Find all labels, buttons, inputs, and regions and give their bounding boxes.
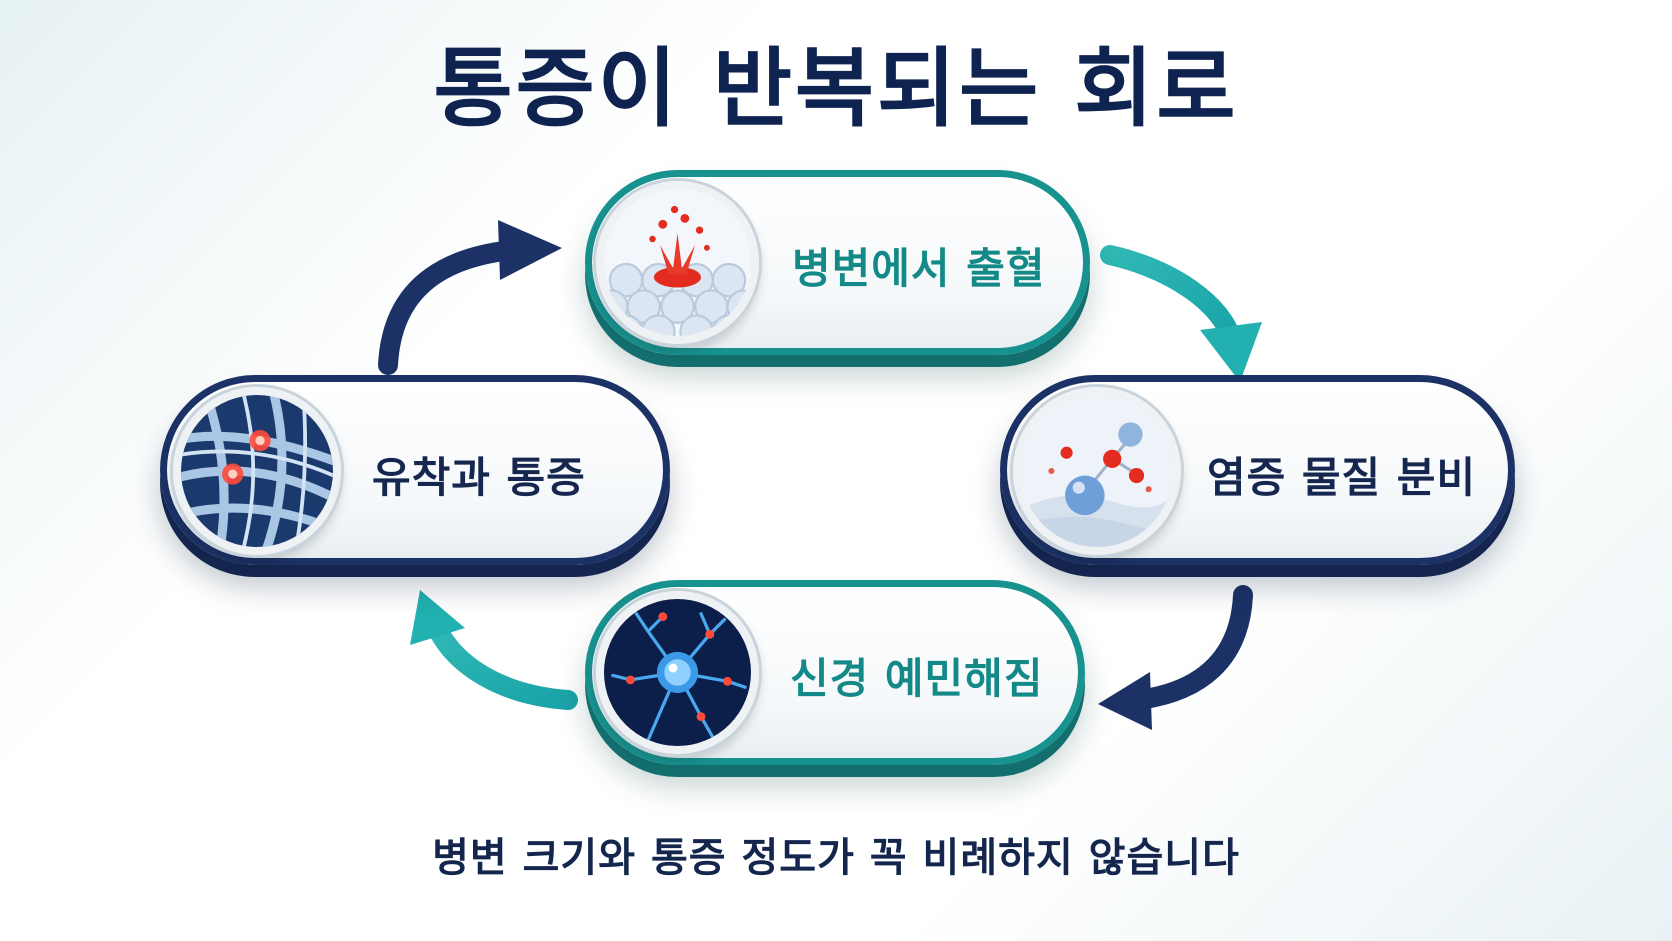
cycle-step-bleeding: 병변에서 출혈 [585,170,1090,355]
cycle-step-label: 염증 물질 분비 [1207,453,1477,502]
arrow-bottom-to-left [410,590,578,710]
adhesion-fibers-icon [173,387,341,555]
page-title: 통증이 반복되는 회로 [433,39,1239,139]
bleeding-tissue-icon [596,181,759,344]
cycle-step-label: 병변에서 출혈 [792,244,1046,293]
cycle-step-adhesion-pain: 유착과 통증 [160,375,670,565]
cycle-step-inflammation: 염증 물질 분비 [1000,375,1515,565]
footer-note: 병변 크기와 통증 정도가 꼭 비례하지 않습니다 [432,835,1240,881]
inflammatory-molecules-icon [1013,387,1181,555]
cycle-step-nerve-sensitization: 신경 예민해짐 [585,580,1085,765]
arrow-right-to-bottom [1098,585,1253,730]
arrow-top-to-right [1100,245,1262,382]
cycle-step-label: 유착과 통증 [372,453,586,502]
neuron-icon [596,591,759,754]
arrow-left-to-top [378,220,562,375]
cycle-step-label: 신경 예민해짐 [790,654,1044,703]
